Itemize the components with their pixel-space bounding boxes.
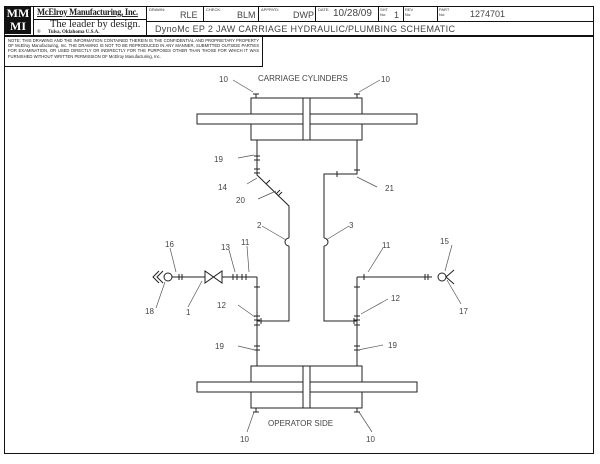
top-carriage-cylinder	[196, 93, 418, 141]
divider	[378, 6, 379, 21]
callout-10: 10	[366, 435, 375, 444]
apprvd-value: DWP	[293, 10, 314, 20]
callout-10: 10	[219, 75, 228, 84]
callout-13: 13	[221, 243, 230, 252]
callout-10: 10	[240, 435, 249, 444]
quick-coupler-right-icon	[437, 272, 447, 282]
callout-12: 12	[217, 301, 226, 310]
callout-14: 14	[218, 183, 227, 192]
drawing-title: DynoMc EP 2 JAW CARRIAGE HYDRAULIC/PLUMB…	[155, 24, 456, 34]
sheet-label: SHT No:	[380, 7, 388, 17]
drawn-value: RLE	[180, 10, 198, 20]
date-value: 10/28/09	[333, 8, 372, 19]
callout-2: 2	[257, 221, 262, 230]
callout-17: 17	[459, 307, 468, 316]
company-name: McElroy Manufacturing, Inc.	[37, 8, 138, 18]
callout-1: 1	[186, 308, 191, 317]
divider	[258, 6, 259, 21]
confidentiality-note: NOTE: THIS DRAWING AND THE INFORMATION C…	[4, 36, 263, 67]
callout-18: 18	[145, 307, 154, 316]
callout-16: 16	[165, 240, 174, 249]
hydraulic-lines	[152, 140, 455, 366]
bottom-operator-cylinder	[196, 365, 418, 413]
part-number: 1274701	[470, 9, 506, 19]
divider	[315, 6, 316, 21]
callout-leaders	[155, 79, 462, 433]
callout-19: 19	[214, 155, 223, 164]
divider	[403, 6, 404, 21]
bottom-cylinder-label: OPERATOR SIDE	[268, 419, 333, 428]
apprvd-label: APPRV'D:	[261, 7, 280, 12]
top-cylinder-label: CARRIAGE CYLINDERS	[258, 74, 348, 83]
drawing-frame	[4, 6, 594, 454]
divider	[146, 6, 147, 35]
divider	[437, 6, 438, 21]
divider	[203, 6, 204, 21]
callout-10: 10	[381, 75, 390, 84]
registered-mark: ®	[37, 30, 41, 35]
callout-19: 19	[215, 342, 224, 351]
quick-coupler-left-icon	[163, 272, 173, 282]
rev-label: REV No:	[405, 7, 414, 17]
callout-15: 15	[440, 237, 449, 246]
drawn-label: DRAWN:	[149, 7, 166, 12]
divider	[4, 35, 594, 37]
divider	[146, 21, 594, 22]
callout-3: 3	[349, 221, 354, 230]
divider	[33, 6, 34, 35]
callout-21: 21	[385, 184, 394, 193]
callout-11: 11	[241, 238, 250, 247]
company-tagline: The leader by design.	[50, 19, 141, 30]
check-label: CHECK:	[206, 7, 222, 12]
callout-19: 19	[388, 341, 397, 350]
part-label: PART No:	[439, 7, 450, 17]
divider	[33, 19, 146, 20]
check-value: BLM	[237, 10, 256, 20]
callout-11: 11	[382, 241, 391, 250]
sheet-value: 1	[394, 10, 400, 20]
callout-20: 20	[236, 196, 245, 205]
date-label: DATE:	[318, 7, 330, 12]
callout-12: 12	[391, 294, 400, 303]
callout-numbers: 10 10 19 14 20 21 2 3 16 13 11 11 15 18 …	[145, 75, 468, 444]
company-location: Tulsa, Oklahoma U.S.A.	[48, 30, 100, 35]
ball-valve-icon	[204, 270, 223, 284]
